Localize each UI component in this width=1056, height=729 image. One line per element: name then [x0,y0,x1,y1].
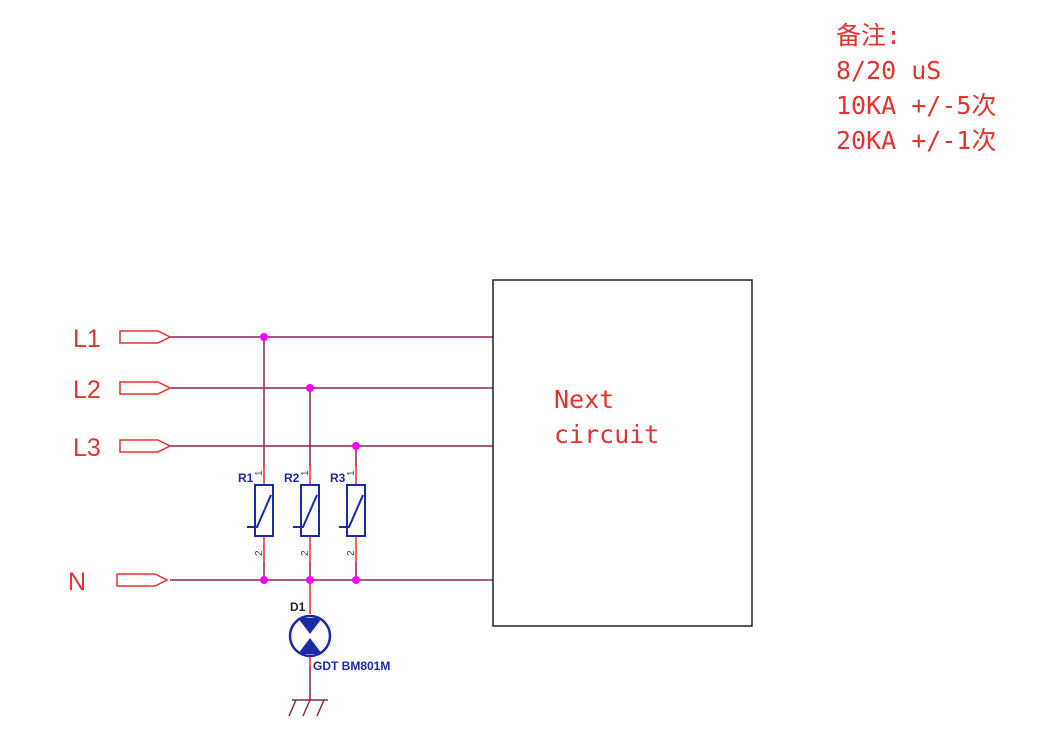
r1-pin-2: 2 [254,550,265,556]
port-n-symbol [116,573,169,587]
varistor-r2 [293,484,320,537]
junction-l3-r3 [352,442,360,450]
varistor-r3 [339,484,366,537]
next-circuit-label-line1: Next [554,385,614,414]
port-symbols [116,330,172,587]
wires [170,336,493,700]
notes-block: 备注: 8/20 uS 10KA +/-5次 20KA +/-1次 [836,18,996,158]
ground-hatch-1 [288,699,297,717]
r2-ref: R2 [284,471,300,485]
varistor-r3-body [346,484,366,537]
next-circuit-label-line2: circuit [554,420,659,449]
varistor-r2-slash [293,494,318,528]
port-n-label: N [68,568,86,596]
port-l2-symbol [119,381,172,395]
port-l2-label: L2 [73,376,101,404]
gdt-d1-envelope [288,614,332,658]
ground-symbol [288,699,328,717]
r3-pin-1: 1 [346,470,357,476]
d1-ref: D1 [290,600,306,614]
port-l3-label: L3 [73,434,101,462]
r2-pin-1: 1 [300,470,311,476]
varistor-r1-body [254,484,274,537]
notes-heading: 备注: [836,21,902,50]
port-l1-symbol [119,330,172,344]
gdt-d1-upper-triangle [298,618,322,634]
junction-l2-r2 [306,384,314,392]
varistor-r3-slash [339,494,364,528]
r3-pin-2: 2 [346,550,357,556]
port-l3-symbol [119,439,172,453]
junction-l1-r1 [260,333,268,341]
ground-hatch-2 [302,699,311,717]
varistor-r2-body [300,484,320,537]
d1-value: GDT BM801M [313,659,390,673]
r3-ref: R3 [330,471,346,485]
junction-n-r2 [306,576,314,584]
notes-line: 10KA +/-5次 [836,91,997,120]
port-l1-label: L1 [73,325,101,353]
r2-pin-2: 2 [300,550,311,556]
junctions [260,333,360,584]
gdt-d1 [288,614,332,658]
next-circuit-block [492,279,753,627]
notes-line: 8/20 uS [836,56,942,85]
junction-n-r1 [260,576,268,584]
r1-pin-1: 1 [254,470,265,476]
gdt-d1-lower-triangle [298,638,322,654]
r1-ref: R1 [238,471,254,485]
junction-n-r3 [352,576,360,584]
varistor-r1 [247,484,274,537]
varistor-r1-slash [247,494,272,528]
port-labels: L1 L2 L3 N [68,325,101,596]
notes-line: 20KA +/-1次 [836,126,997,155]
ground-hatch-3 [316,699,325,717]
